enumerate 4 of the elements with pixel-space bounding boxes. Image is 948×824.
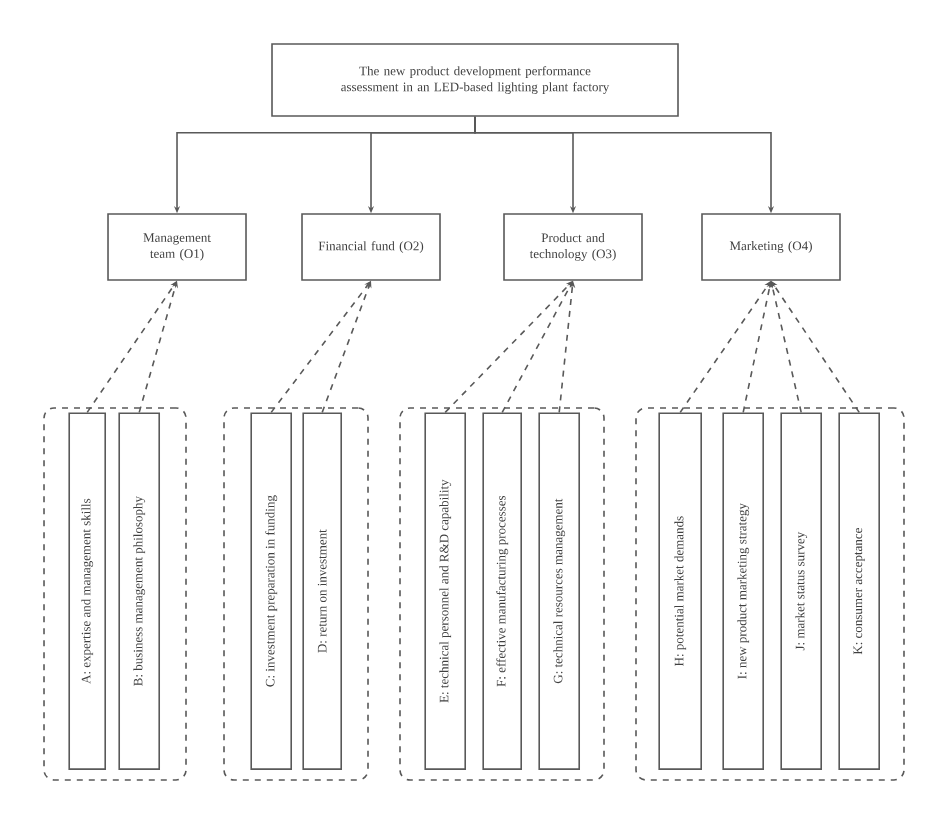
group-frame: [43, 407, 187, 781]
group-frame: [399, 407, 605, 781]
group-frame: [635, 407, 905, 781]
group-frame: [223, 407, 369, 781]
